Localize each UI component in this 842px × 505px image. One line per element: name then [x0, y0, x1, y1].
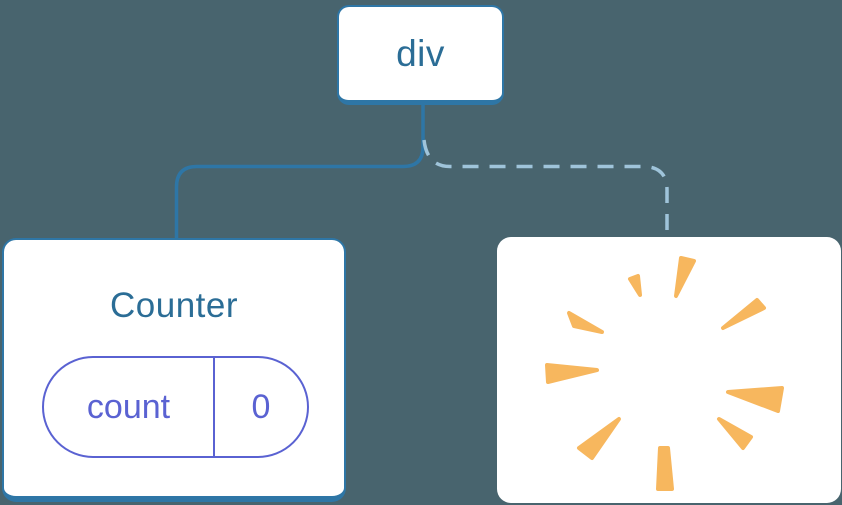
state-value-cell: 0 — [215, 358, 307, 456]
counter-component-card: Counter count 0 — [2, 238, 346, 502]
root-node-label: div — [396, 32, 445, 74]
state-value-label: 0 — [251, 387, 271, 426]
counter-title: Counter — [109, 286, 239, 325]
state-key-cell: count — [44, 358, 215, 456]
state-key-label: count — [86, 387, 171, 426]
removed-component-card — [497, 237, 841, 503]
root-node-div: div — [337, 5, 504, 105]
state-pill: count 0 — [42, 356, 309, 458]
link-dashed — [422, 139, 669, 237]
link-solid — [174, 105, 425, 238]
